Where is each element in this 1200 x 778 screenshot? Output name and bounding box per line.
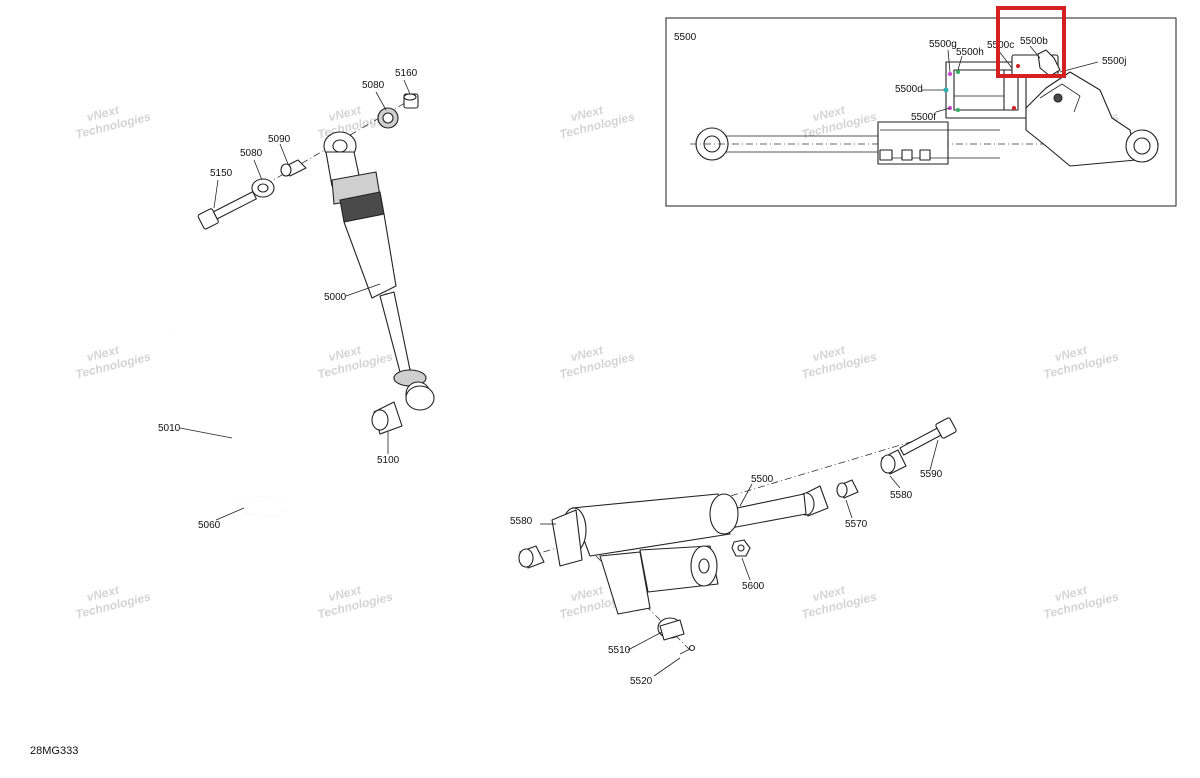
part-5160-nut: [403, 93, 419, 109]
label-5500: 5500: [751, 474, 774, 485]
part-5100-bushing: [371, 385, 435, 435]
label-5150: 5150: [210, 168, 233, 179]
inset-label-5500f: 5500f: [911, 112, 936, 123]
inset-label-5500h: 5500h: [956, 47, 984, 58]
label-5080: 5080: [240, 148, 263, 159]
part-5510-knob: [657, 617, 685, 641]
inset-frame: [665, 17, 1177, 207]
front-shock-group: [171, 79, 435, 521]
inset-label-5500g: 5500g: [929, 39, 957, 50]
part-5080-washer: [251, 178, 275, 198]
label-5100: 5100: [377, 455, 400, 466]
label-5090: 5090: [268, 134, 291, 145]
part-5580-bushing-left: [518, 545, 545, 569]
part-5500-shock: [551, 493, 807, 615]
part-5000-shock: [323, 131, 431, 407]
label-5010: 5010: [158, 423, 181, 434]
label-5510: 5510: [608, 645, 631, 656]
part-5580-bushing-right: [880, 449, 907, 475]
part-5010-spring: [171, 304, 270, 474]
label-5570: 5570: [845, 519, 868, 530]
label-5080-upper: 5080: [362, 80, 385, 91]
watermark: vNext Technologies: [800, 583, 878, 622]
label-5590: 5590: [920, 469, 943, 480]
watermark: vNext Technologies: [1042, 343, 1120, 382]
rear-shock-group: [518, 417, 957, 677]
label-5580-left: 5580: [510, 516, 533, 527]
part-5570-sleeve: [836, 479, 859, 499]
watermark: vNext Technologies: [800, 103, 878, 142]
inset-label-5500b: 5500b: [1020, 36, 1048, 47]
watermark: vNext Technologies: [800, 343, 878, 382]
watermark: vNext Technologies: [316, 583, 394, 622]
watermark: vNext Technologies: [558, 343, 636, 382]
label-5600: 5600: [742, 581, 765, 592]
part-5090-sleeve: [280, 159, 307, 177]
watermark: vNext Technologies: [74, 343, 152, 382]
watermark: vNext Technologies: [558, 103, 636, 142]
inset-label-5500d: 5500d: [895, 84, 923, 95]
inset-shock-cutaway: [690, 49, 1160, 167]
watermark: vNext Technologies: [1042, 583, 1120, 622]
watermark: vNext Technologies: [74, 583, 152, 622]
part-5150-bolt: [197, 191, 257, 230]
diagram-id: 28MG333: [30, 745, 78, 757]
part-5520-screw: [679, 644, 696, 655]
label-5520: 5520: [630, 676, 653, 687]
inset-label-5500j: 5500j: [1102, 56, 1126, 67]
watermark: vNext Technologies: [74, 103, 152, 142]
part-5060-retainer: [237, 495, 287, 517]
highlight-box: [996, 6, 1066, 78]
inset-label-5500c: 5500c: [987, 40, 1014, 51]
part-5080-upper: [377, 107, 399, 129]
label-5580-right: 5580: [890, 490, 913, 501]
label-5160: 5160: [395, 68, 418, 79]
watermark: vNext Technologies: [316, 343, 394, 382]
label-5060: 5060: [198, 520, 221, 531]
part-5600-nut: [731, 539, 751, 557]
inset-title: 5500: [674, 32, 697, 43]
part-5590-bolt: [899, 417, 957, 456]
label-5000: 5000: [324, 292, 347, 303]
inset-detail-5500: 5500: [665, 6, 1177, 207]
